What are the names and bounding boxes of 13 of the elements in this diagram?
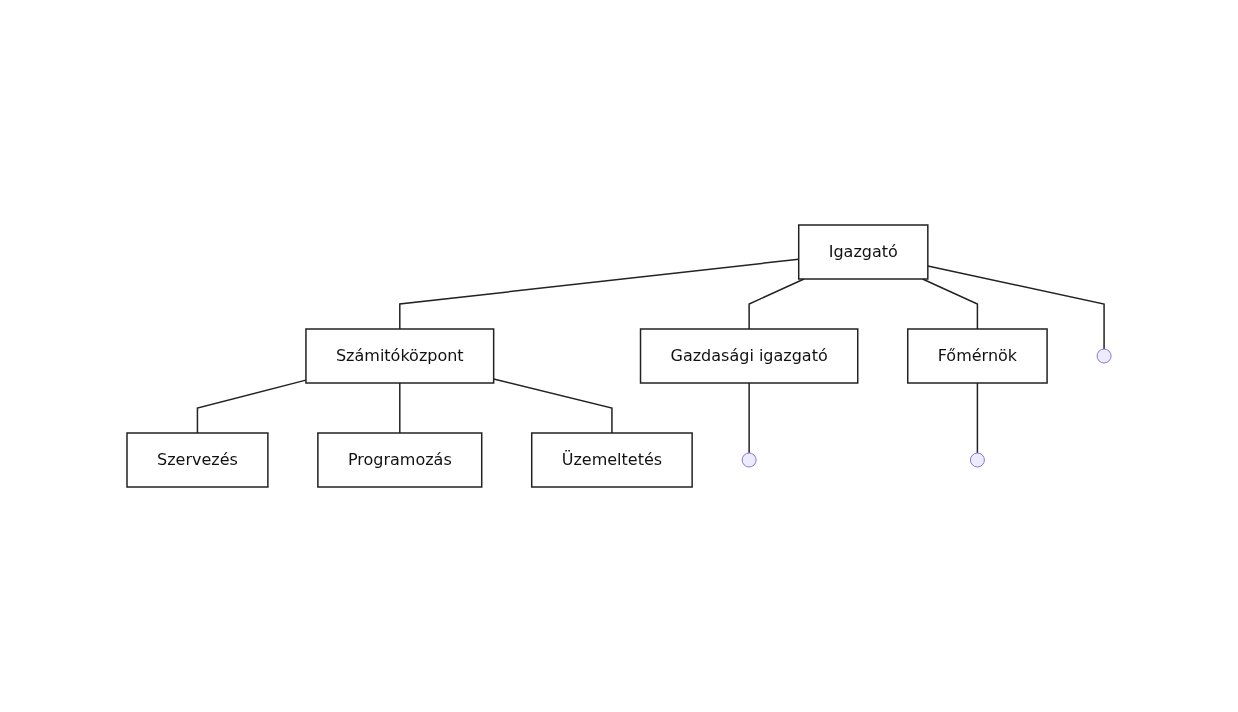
node-box: Igazgató: [797, 224, 929, 280]
node-box: Szervezés: [126, 432, 269, 488]
connector: [748, 382, 750, 454]
connector: [399, 382, 401, 434]
connector: [196, 379, 307, 434]
node-box: Főmérnök: [906, 328, 1048, 384]
node-box: Számitóközpont: [305, 328, 495, 384]
connector: [748, 278, 805, 330]
node-box: Programozás: [317, 432, 483, 488]
connector: [976, 382, 979, 454]
node-box: Gazdasági igazgató: [639, 328, 859, 384]
connector: [927, 265, 1105, 350]
node-box: Üzemeltetés: [530, 432, 693, 488]
